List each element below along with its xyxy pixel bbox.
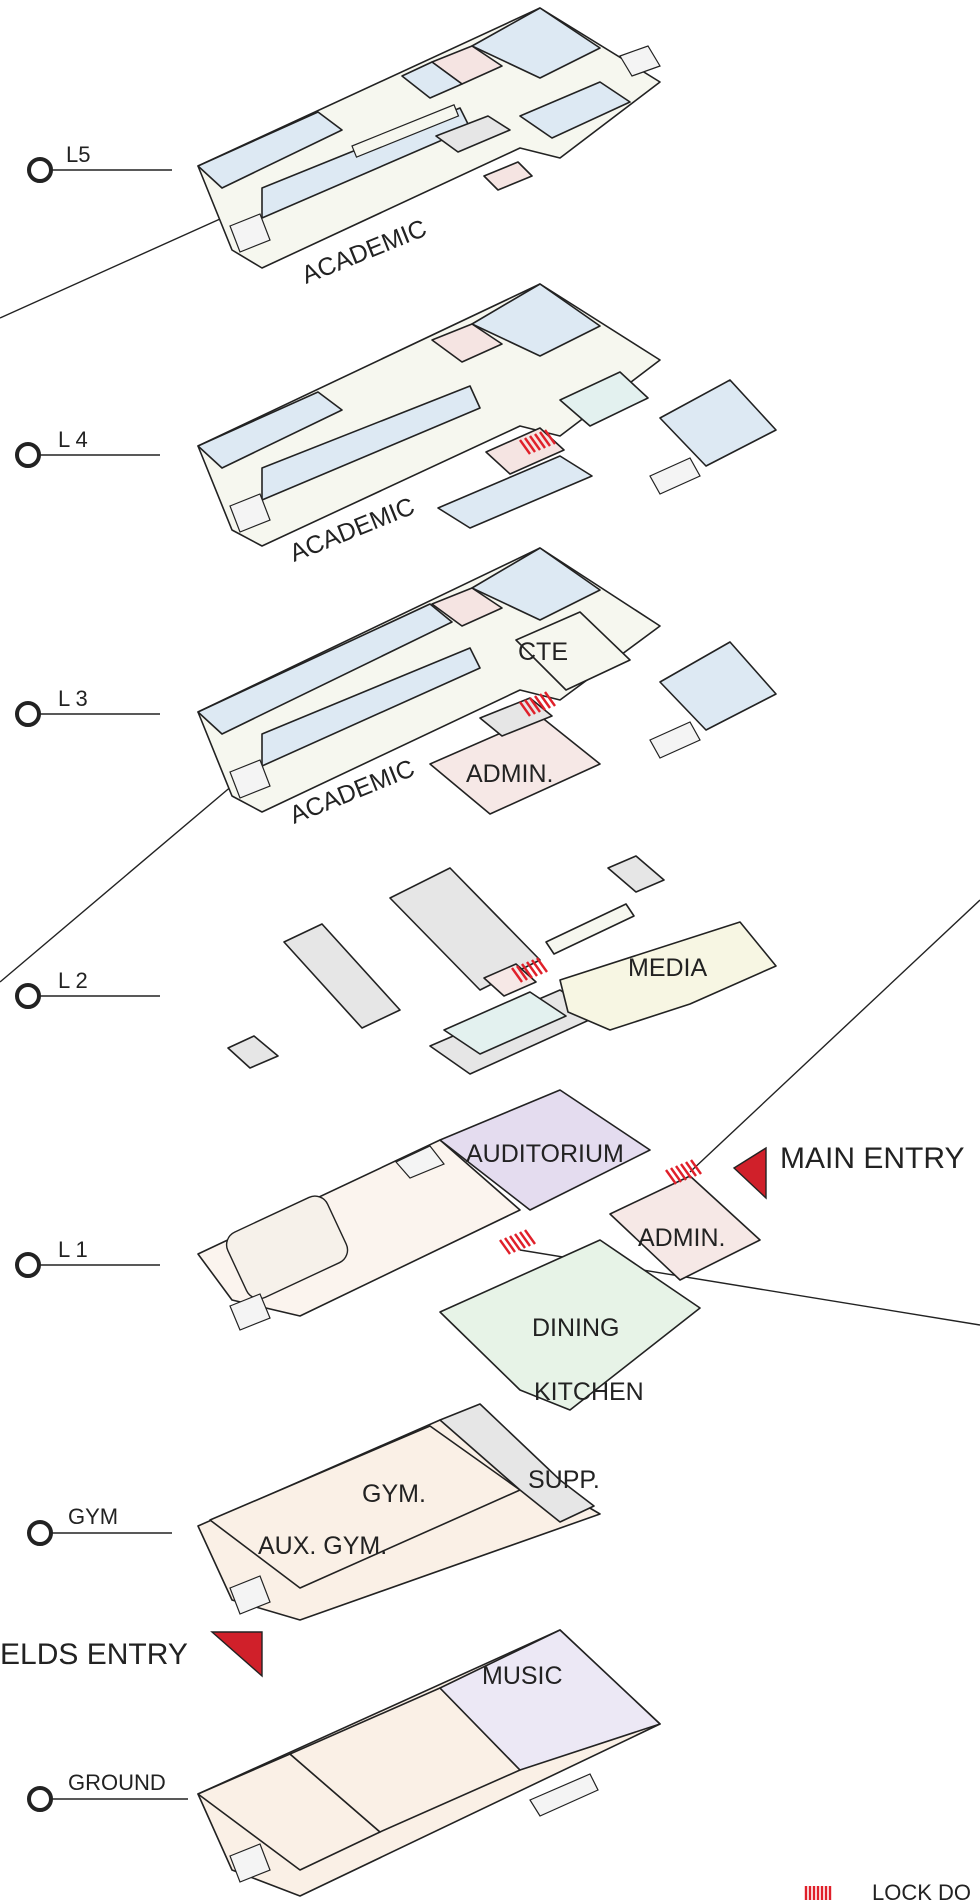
room-label-supp: SUPP.: [528, 1466, 600, 1494]
room-label-music: MUSIC: [482, 1662, 563, 1690]
fields-entry-arrow-icon: [210, 1631, 263, 1678]
main-entry-label: MAIN ENTRY: [780, 1142, 964, 1175]
l4-wing-south: [437, 455, 593, 529]
l5-core: [435, 115, 511, 153]
l5-room-blue-small: [401, 61, 463, 99]
gym-support-rooms: [439, 1403, 595, 1523]
l2-block-west: [227, 1035, 279, 1069]
level-marker-circle-icon: [15, 442, 41, 468]
l3-stair-east: [649, 721, 701, 759]
level-label-l2: L 2: [58, 968, 88, 993]
l4-classroom-east: [471, 283, 601, 357]
room-label-l2-media: MEDIA: [628, 954, 708, 982]
level-marker-gym: GYM: [27, 1504, 172, 1546]
l4-wing-far-east: [659, 379, 777, 467]
level-marker-circle-icon: [27, 1520, 53, 1546]
level-marker-circle-icon: [15, 983, 41, 1009]
l3-stair-west: [229, 759, 271, 799]
level-marker-l2: L 2: [15, 968, 160, 1009]
l2-bar-west: [283, 923, 401, 1029]
room-label-l1-auditorium: AUDITORIUM: [466, 1140, 624, 1168]
level-l4-plan: [197, 283, 777, 547]
legend: LOCK DO: [804, 1880, 971, 1902]
ground-stair-west: [229, 1843, 271, 1883]
l5-academic-wing-upper: [197, 111, 343, 189]
level-l5-plan: [197, 7, 661, 269]
level-l2-plan: [227, 855, 777, 1075]
l1-admin: [609, 1175, 761, 1281]
main-entry-arrow-icon: [732, 1146, 767, 1200]
l4-stair-west: [229, 493, 271, 533]
level-marker-circle-icon: [15, 701, 41, 727]
room-label-l3-cte: CTE: [518, 638, 568, 666]
lock-down-marker-l2: [511, 957, 548, 983]
l1-courtyard: [225, 1195, 349, 1300]
l3-cte-area: [515, 611, 631, 691]
lock-down-marker-l4: [519, 429, 556, 455]
level-label-l5: L5: [66, 142, 90, 167]
l5-stair-east: [619, 45, 661, 77]
level-label-l4: L 4: [58, 427, 88, 452]
l5-east-rooms: [519, 81, 631, 139]
level-marker-l5: L5: [27, 142, 172, 183]
l3-classroom-east: [471, 547, 601, 621]
gym-stair-west: [229, 1575, 271, 1615]
l4-academic-lower: [261, 385, 481, 501]
l1-auditorium: [439, 1089, 651, 1211]
level-l1-plan: [197, 1089, 761, 1411]
lock-down-marker-l1-main: [665, 1159, 702, 1185]
l2-media-center: [559, 921, 777, 1031]
l4-stair-east: [649, 457, 701, 495]
l5-room-small-pink: [483, 161, 533, 191]
level-marker-ground: GROUND: [27, 1770, 188, 1812]
level-marker-circle-icon: [27, 157, 53, 183]
l2-room-pink: [483, 963, 537, 997]
level-label-gym: GYM: [68, 1504, 118, 1529]
room-label-l1-kitchen: KITCHEN: [534, 1378, 644, 1406]
ground-stair-east: [529, 1773, 599, 1817]
level-marker-circle-icon: [27, 1786, 53, 1812]
room-label-l1-admin: ADMIN.: [638, 1224, 726, 1252]
lock-down-legend-label: LOCK DO: [872, 1880, 971, 1902]
lock-down-legend-swatch-icon: [804, 1886, 832, 1900]
l3-academic-upper: [197, 603, 453, 735]
room-label-l1-dining: DINING: [532, 1314, 620, 1342]
level-gym-plan: [197, 1403, 601, 1621]
l2-aqua-rooms: [443, 991, 567, 1055]
level-marker-l1: L 1: [15, 1237, 160, 1278]
l2-bar-north: [389, 867, 541, 991]
l3-wing-far-east: [659, 641, 777, 731]
l2-bar-north-east: [545, 903, 635, 955]
lock-down-marker-l1-dining: [499, 1229, 536, 1255]
level-label-ground: GROUND: [68, 1770, 166, 1795]
l4-academic-upper: [197, 391, 343, 469]
l1-stair-west: [229, 1293, 271, 1331]
level-label-l1: L 1: [58, 1237, 88, 1262]
level-marker-circle-icon: [15, 1252, 41, 1278]
l1-dining: [439, 1239, 701, 1411]
fields-entry-label: ELDS ENTRY: [0, 1638, 188, 1671]
connector-line-main-entry: [689, 899, 980, 1173]
room-label-aux-gym: AUX. GYM.: [258, 1532, 387, 1560]
l5-stair-west: [229, 213, 271, 253]
lock-down-marker-l3: [519, 691, 556, 717]
l2-block-north: [607, 855, 665, 893]
l3-room-pink: [431, 587, 503, 627]
l5-bridge: [351, 104, 460, 158]
l1-stair-north: [395, 1145, 445, 1179]
level-marker-l3: L 3: [15, 686, 160, 727]
l4-courtyard-room: [559, 371, 649, 427]
l3-academic-lower: [261, 647, 481, 767]
l4-room-pink: [431, 323, 503, 363]
level-label-l3: L 3: [58, 686, 88, 711]
room-label-gym: GYM.: [362, 1480, 426, 1508]
level-marker-l4: L 4: [15, 427, 160, 468]
level-l3-plan: [197, 547, 777, 815]
room-label-l3-admin: ADMIN.: [466, 760, 554, 788]
level-ground-plan: [197, 1629, 661, 1897]
l3-core: [479, 697, 553, 737]
ground-music-suite: [439, 1629, 661, 1771]
l5-classroom-east: [471, 7, 601, 79]
